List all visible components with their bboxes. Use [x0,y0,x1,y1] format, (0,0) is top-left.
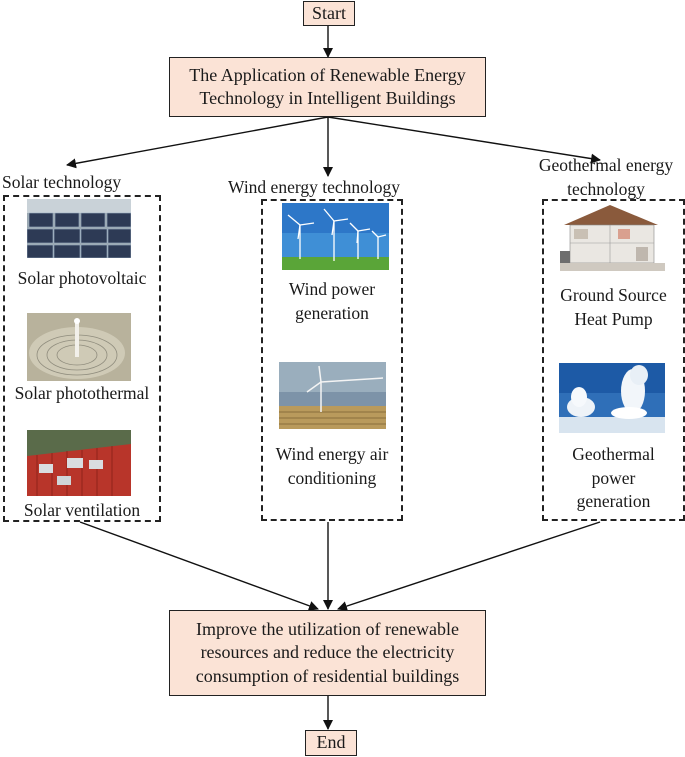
start-label: Start [312,2,346,23]
outcome-line-2: resources and reduce the electricity [200,642,455,663]
application-box: The Application of Renewable Energy Tech… [169,57,486,117]
solar-title: Solar technology [2,172,122,192]
arrow-top-to-solar [66,116,329,169]
wind-power-label: Wind power generation [264,278,400,325]
geo-power-line-2: power [591,467,636,488]
solar-group [3,195,161,522]
wind-ac-line-1: Wind energy air [275,444,389,464]
geo-title: Geothermal energy technology [529,154,683,201]
outcome-line-1: Improve the utilization of renewable [196,618,459,639]
geothermal-power-label: Geothermal power generation [545,443,682,514]
arrow-geo-to-bottom [337,521,601,611]
solar-photothermal-image [27,313,131,381]
solar-ventilation-image [27,430,131,496]
solar-photovoltaic-image [27,199,131,258]
geo-group [542,199,685,521]
outcome-line-3: consumption of residential buildings [195,665,460,686]
arrow-solar-to-bottom [79,521,319,611]
solar-photovoltaic-label: Solar photovoltaic [17,268,147,288]
application-line-1: The Application of Renewable Energy [189,64,466,85]
wind-group [261,199,403,521]
geothermal-power-image [559,363,665,433]
wind-ac-image [279,362,386,429]
arrow-top-to-geo [327,116,601,164]
gshp-line-1: Ground Source [560,285,667,305]
geo-power-line-3: generation [576,491,651,512]
wind-power-line-2: generation [295,302,369,323]
end-label: End [316,732,346,753]
wind-power-line-1: Wind power [288,279,376,299]
ground-source-heat-pump-image [560,203,665,271]
outcome-box: Improve the utilization of renewable res… [169,610,486,696]
solar-ventilation-label: Solar ventilation [23,500,141,520]
gshp-line-2: Heat Pump [574,308,653,329]
end-node: End [305,730,357,756]
solar-photothermal-label: Solar photothermal [14,383,150,403]
wind-ac-line-2: conditioning [287,467,377,488]
wind-title: Wind energy technology [228,177,400,197]
geo-title-line-2: technology [567,178,645,199]
wind-ac-label: Wind energy air conditioning [264,443,400,490]
application-line-2: Technology in Intelligent Buildings [199,88,456,108]
geo-title-line-1: Geothermal energy [538,155,674,175]
start-node: Start [303,1,355,26]
wind-power-image [282,203,389,270]
geo-power-line-1: Geothermal [572,444,655,464]
ground-source-heat-pump-label: Ground Source Heat Pump [545,284,682,331]
